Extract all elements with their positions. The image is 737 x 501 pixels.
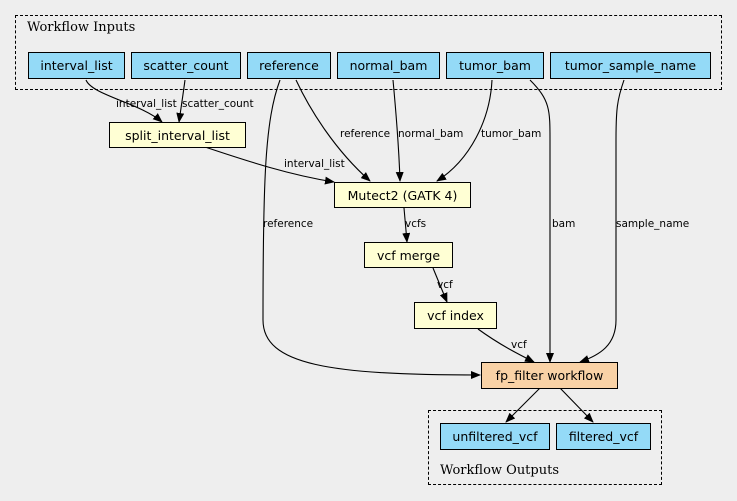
edge-label-reference-to-mutect: reference xyxy=(340,128,391,140)
edge-fp-filter-to-unfiltered xyxy=(505,387,541,423)
workflow-outputs-title: Workflow Outputs xyxy=(440,463,559,478)
edge-label-vcf-index-out: vcf xyxy=(511,339,527,351)
edge-tumor-bam-to-mutect xyxy=(436,79,493,182)
input-interval-list[interactable]: interval_list xyxy=(28,52,125,79)
edge-reference-to-fp-filter xyxy=(262,79,481,379)
workflow-outputs-cluster xyxy=(428,410,662,485)
output-filtered-vcf[interactable]: filtered_vcf xyxy=(556,423,651,450)
input-tumor-sample-name[interactable]: tumor_sample_name xyxy=(550,52,711,79)
edge-split-to-mutect xyxy=(204,146,335,185)
edge-label-interval-list: interval_list xyxy=(116,98,177,110)
input-normal-bam[interactable]: normal_bam xyxy=(337,52,440,79)
edge-interval-list-to-split xyxy=(85,79,163,123)
task-mutect2[interactable]: Mutect2 (GATK 4) xyxy=(334,182,471,208)
subworkflow-fp-filter[interactable]: fp_filter workflow xyxy=(481,362,618,389)
edge-label-normal-bam: normal_bam xyxy=(398,128,464,140)
edge-label-bam: bam xyxy=(552,218,576,230)
edge-sample-name-to-fp-filter xyxy=(579,79,625,363)
edge-normal-bam-to-mutect xyxy=(392,79,404,182)
edge-reference-to-mutect xyxy=(295,79,371,182)
workflow-inputs-cluster xyxy=(15,15,722,90)
task-split-interval-list[interactable]: split_interval_list xyxy=(109,122,246,148)
input-reference[interactable]: reference xyxy=(247,52,331,79)
edge-label-tumor-bam: tumor_bam xyxy=(481,128,542,140)
input-scatter-count[interactable]: scatter_count xyxy=(131,52,241,79)
edge-label-vcf-merge-out: vcf xyxy=(437,279,453,291)
edge-tumor-bam-to-fp-filter xyxy=(529,79,554,363)
edge-label-reference-to-fp: reference xyxy=(263,218,314,230)
edge-label-vcfs: vcfs xyxy=(405,218,427,230)
edge-fp-filter-to-filtered xyxy=(559,387,594,423)
workflow-inputs-title: Workflow Inputs xyxy=(27,20,136,35)
edge-label-sample-name: sample_name xyxy=(616,218,690,230)
edge-vcf-index-to-fp-filter xyxy=(477,328,535,363)
task-vcf-index[interactable]: vcf index xyxy=(414,302,497,329)
input-tumor-bam[interactable]: tumor_bam xyxy=(446,52,544,79)
edge-label-scatter-count: scatter_count xyxy=(182,98,254,110)
task-vcf-merge[interactable]: vcf merge xyxy=(364,242,453,268)
edge-mutect-to-vcf-merge xyxy=(402,207,411,243)
edge-scatter-count-to-split xyxy=(176,79,186,123)
edge-label-split-to-mutect: interval_list xyxy=(284,158,345,170)
output-unfiltered-vcf[interactable]: unfiltered_vcf xyxy=(440,423,550,450)
edge-vcf-merge-to-vcf-index xyxy=(432,267,448,303)
